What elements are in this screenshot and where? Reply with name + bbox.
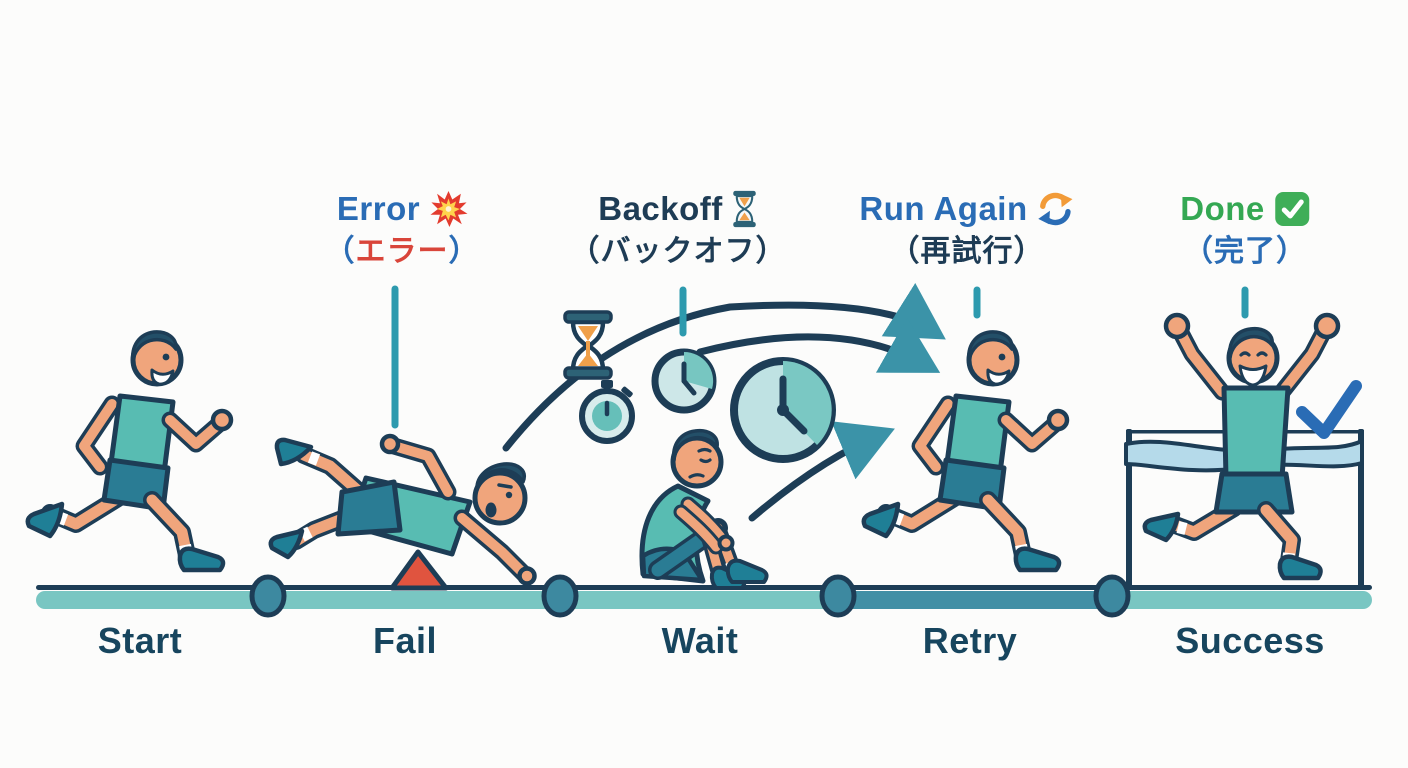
annotation-run-again: Run Again （再試行） — [859, 188, 1074, 272]
paren: （ — [1183, 235, 1214, 269]
hair — [671, 428, 719, 462]
runner-success-illustration — [1142, 312, 1341, 581]
annotation-ticks — [391, 285, 1249, 429]
check-icon — [1274, 191, 1310, 227]
backoff-arc-arrows — [502, 282, 946, 522]
shoe — [725, 558, 769, 584]
annotation-error: Error （エラー） — [325, 188, 480, 272]
success-check-icon — [1296, 380, 1362, 439]
paren: （ — [324, 235, 356, 269]
hair — [1227, 326, 1274, 360]
hourglass-illustration — [563, 310, 613, 380]
annotation-done: Done （完了） — [1180, 188, 1310, 272]
clock-small-illustration — [651, 348, 717, 414]
paren: ） — [448, 235, 480, 269]
annotation-word: Run Again — [859, 190, 1028, 227]
annotation-jp: バックオフ — [600, 235, 756, 269]
paren: （ — [889, 235, 921, 269]
shoe — [25, 501, 65, 539]
paren: （ — [569, 235, 601, 269]
hair — [475, 462, 526, 492]
obstacle-wedge — [389, 549, 449, 591]
shoe — [274, 437, 314, 467]
hair — [130, 330, 178, 364]
shoe — [177, 546, 226, 573]
timeline — [36, 574, 1372, 618]
clock-large-illustration — [730, 357, 836, 463]
finish-post-left — [1126, 429, 1132, 590]
annotation-jp: 再試行 — [920, 235, 1014, 269]
timeline-bar — [36, 591, 1372, 609]
timeline-dark-segment — [838, 591, 1112, 609]
shoe — [1142, 511, 1181, 543]
stopwatch-illustration — [579, 380, 635, 444]
annotation-jp: エラー — [355, 235, 449, 269]
paren: ） — [755, 235, 787, 269]
hourglass-icon — [732, 190, 758, 228]
stage-label-fail: Fail — [372, 620, 438, 661]
shoe — [268, 528, 305, 560]
stage-label-success: Success — [1175, 620, 1325, 661]
annotation-word: Backoff — [598, 190, 723, 227]
timeline-dot-1 — [249, 574, 287, 618]
burst-icon — [429, 190, 468, 228]
refresh-icon — [1037, 191, 1075, 227]
annotation-word: Done — [1180, 190, 1265, 227]
timeline-dot-4 — [1093, 574, 1131, 618]
shoe — [1277, 554, 1323, 581]
runner-start-illustration — [25, 330, 234, 573]
paren: ） — [1013, 235, 1045, 269]
timeline-dot-2 — [541, 574, 579, 618]
runner-retry-illustration — [864, 332, 1067, 570]
stage-label-start: Start — [97, 620, 183, 661]
runner-wait-illustration — [639, 428, 769, 590]
stage-label-wait: Wait — [661, 620, 739, 661]
runner-fail-illustration — [268, 433, 537, 586]
timeline-dot-3 — [819, 574, 857, 618]
annotation-word: Error — [336, 190, 421, 227]
paren: ） — [1276, 235, 1307, 269]
stage-label-retry: Retry — [922, 620, 1018, 661]
finish-post-right — [1358, 429, 1364, 590]
annotation-jp: 完了 — [1214, 235, 1276, 269]
annotation-backoff: Backoff （バックオフ） — [570, 188, 787, 272]
timeline-top-line — [36, 585, 1372, 590]
